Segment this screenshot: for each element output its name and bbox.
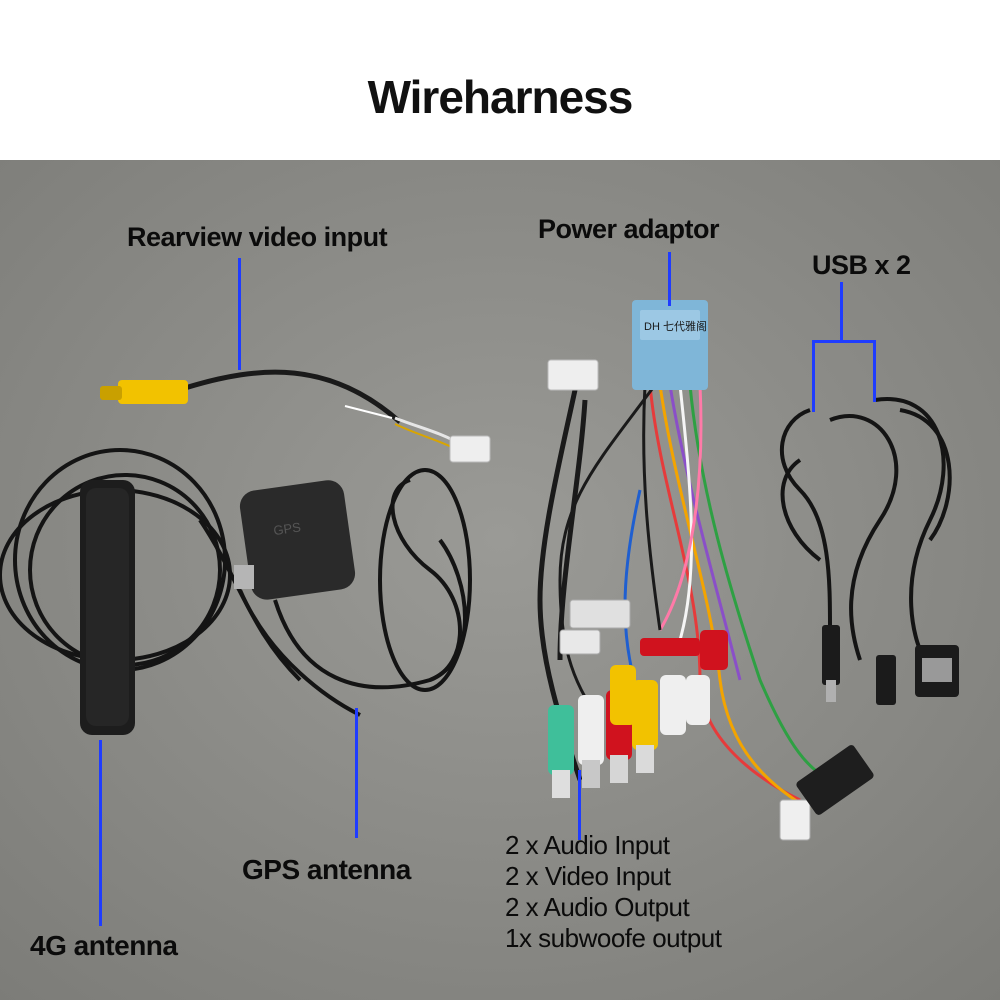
rca-leader-line xyxy=(578,770,581,840)
gps-module xyxy=(239,480,356,600)
harness-wires xyxy=(537,384,831,812)
4g-antenna-label: 4G antenna xyxy=(30,930,178,961)
usb-leader-vertical xyxy=(840,282,843,340)
4g-leader-line xyxy=(99,740,102,926)
usb-leader-right xyxy=(873,340,876,402)
usb-plug-1 xyxy=(822,625,840,685)
product-photo: GPS DH 七代雅阁 xyxy=(0,160,1000,1000)
spec-list: 2 x Audio Input 2 x Video Input 2 x Audi… xyxy=(505,830,722,954)
rca-plugs xyxy=(548,630,728,798)
usb-cables xyxy=(780,397,952,672)
spec-video-input: 2 x Video Input xyxy=(505,861,671,891)
spec-audio-output: 2 x Audio Output xyxy=(505,892,690,922)
power-adaptor-label: Power adaptor xyxy=(538,214,720,244)
rearview-leader-line xyxy=(238,258,241,370)
wire-harness-illustration: GPS DH 七代雅阁 xyxy=(0,160,1000,1000)
page-title: Wireharness xyxy=(367,71,634,123)
gps-antenna-label: GPS antenna xyxy=(242,854,411,885)
usb-plug-2 xyxy=(876,655,896,705)
usb-label: USB x 2 xyxy=(812,250,911,280)
gps-leader-line xyxy=(355,708,358,838)
spec-subwoofer-output: 1x subwoofe output xyxy=(505,923,722,953)
power-leader-line xyxy=(668,252,671,306)
rca-yellow-plug xyxy=(118,380,188,404)
gps-module-mark: GPS xyxy=(272,519,302,538)
gps-cable xyxy=(238,468,472,717)
usb-leader-left xyxy=(812,340,815,412)
power-connector-mark: DH 七代雅阁 xyxy=(644,319,707,333)
rearview-label: Rearview video input xyxy=(127,222,388,252)
spec-audio-input: 2 x Audio Input xyxy=(505,830,670,860)
usb-leader-horizontal xyxy=(812,340,876,343)
